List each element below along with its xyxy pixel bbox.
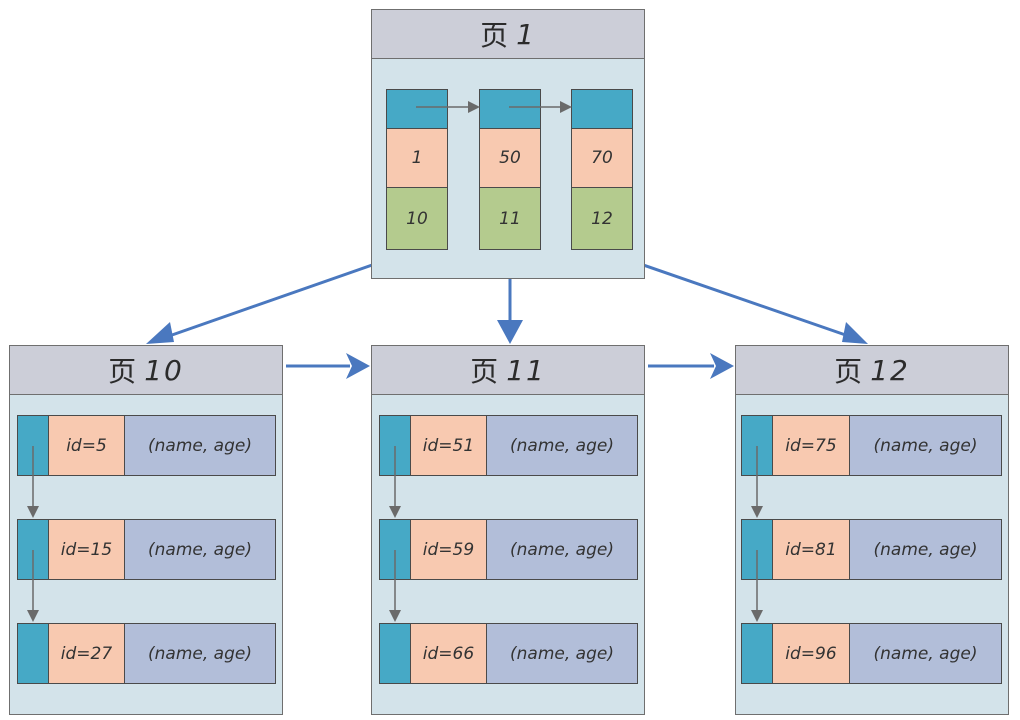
- row-pointer-cell: [379, 623, 411, 684]
- row-pointer-cell: [741, 415, 773, 476]
- row-pointer-cell: [17, 519, 49, 580]
- page-title-cjk: 页: [470, 355, 501, 388]
- row-data-cell: (name, age): [849, 623, 1002, 684]
- inner-arrow-head: [389, 610, 401, 622]
- row-pointer-cell: [741, 623, 773, 684]
- arrow-head-page10-11: [346, 353, 370, 379]
- page-title-number: 12: [870, 353, 910, 387]
- row-data-cell: (name, age): [124, 415, 276, 476]
- row-data-cell: (name, age): [486, 519, 638, 580]
- inner-arrow-head: [389, 506, 401, 518]
- row-data-cell: (name, age): [124, 519, 276, 580]
- row-pointer-cell: [741, 519, 773, 580]
- arrow-head-page11-12: [710, 353, 734, 379]
- row-pointer-cell: [379, 415, 411, 476]
- row-id-cell: id=96: [772, 623, 850, 684]
- root-child-page-cell: 12: [571, 187, 633, 250]
- page-title-cjk: 页: [834, 355, 865, 388]
- row-id-cell: id=15: [48, 519, 125, 580]
- row-data-cell: (name, age): [486, 623, 638, 684]
- root-pointer-cell: [571, 89, 633, 129]
- page-title-cjk: 页: [480, 19, 511, 52]
- root-key-cell: 70: [571, 128, 633, 188]
- row-pointer-cell: [379, 519, 411, 580]
- page-title-number: 10: [144, 353, 184, 387]
- inner-arrow-head: [27, 506, 39, 518]
- root-key-cell: 50: [479, 128, 541, 188]
- root-child-page-cell: 11: [479, 187, 541, 250]
- row-pointer-cell: [17, 415, 49, 476]
- row-id-cell: id=27: [48, 623, 125, 684]
- arrow-head-page10: [146, 322, 174, 344]
- inner-arrow-head: [751, 506, 763, 518]
- page-title-number: 1: [516, 17, 536, 51]
- page-title-cjk: 页: [108, 355, 139, 388]
- row-id-cell: id=5: [48, 415, 125, 476]
- row-id-cell: id=75: [772, 415, 850, 476]
- row-data-cell: (name, age): [486, 415, 638, 476]
- row-id-cell: id=51: [410, 415, 487, 476]
- row-data-cell: (name, age): [849, 519, 1002, 580]
- root-pointer-cell: [479, 89, 541, 129]
- arrow-head-page12: [842, 322, 868, 344]
- row-pointer-cell: [17, 623, 49, 684]
- page-title-number: 11: [506, 353, 546, 387]
- row-data-cell: (name, age): [849, 415, 1002, 476]
- inner-arrow-head: [751, 610, 763, 622]
- row-id-cell: id=66: [410, 623, 487, 684]
- inner-arrow-head: [27, 610, 39, 622]
- root-child-page-cell: 10: [386, 187, 448, 250]
- row-id-cell: id=59: [410, 519, 487, 580]
- row-data-cell: (name, age): [124, 623, 276, 684]
- root-key-cell: 1: [386, 128, 448, 188]
- row-id-cell: id=81: [772, 519, 850, 580]
- root-pointer-cell: [386, 89, 448, 129]
- arrow-head-page11: [497, 320, 523, 344]
